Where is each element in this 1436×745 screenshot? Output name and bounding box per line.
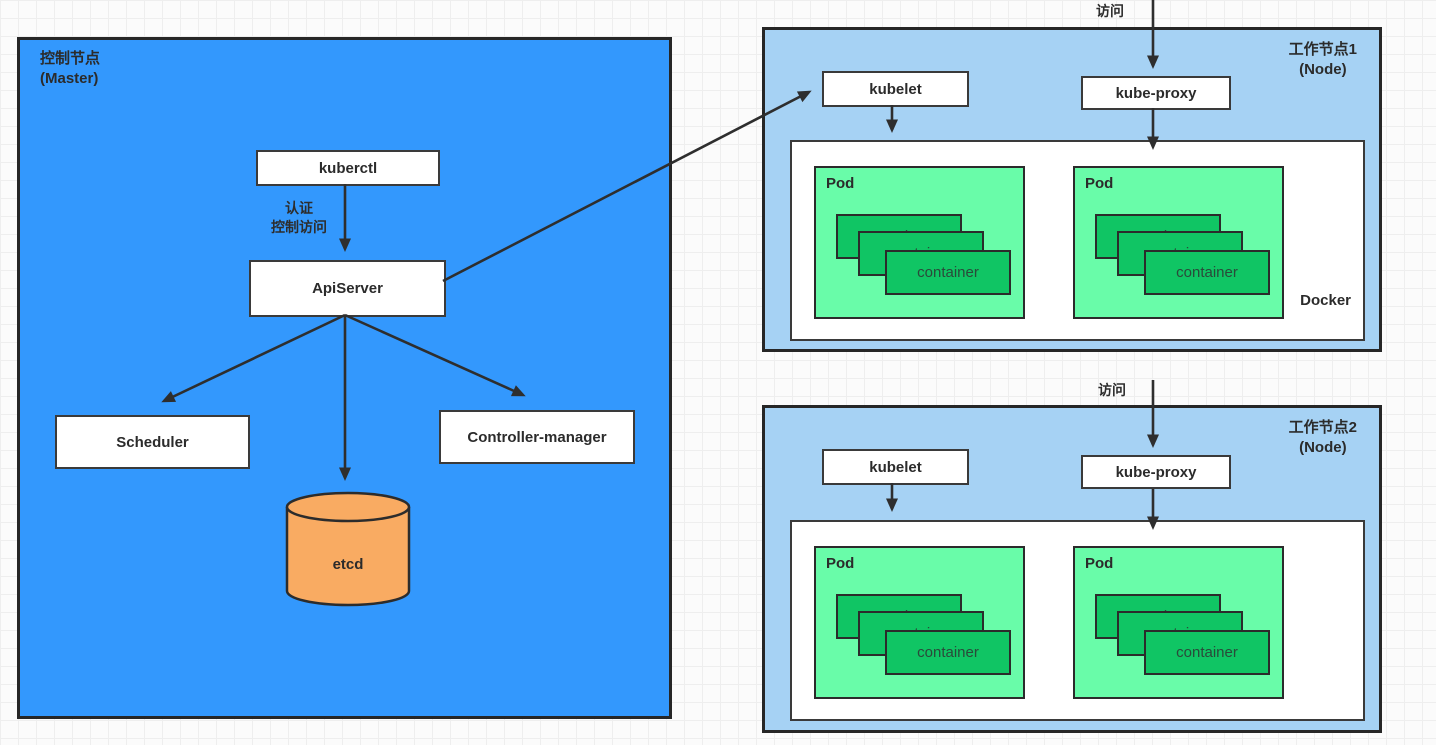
apiserver-box: ApiServer [249,260,446,317]
container-label: container [1176,644,1238,661]
node1-kube-proxy-box: kube-proxy [1081,76,1231,110]
worker-node-1-box: 工作节点1 (Node) kubelet kube-proxy Pod conta… [762,27,1382,352]
node2-kubelet-box: kubelet [822,449,969,485]
etcd-label: etcd [332,556,364,573]
worker-node-2-title: 工作节点2 (Node) [1289,418,1357,458]
container-box: container [885,250,1011,295]
node2-kube-proxy-label: kube-proxy [1115,463,1197,481]
node1-docker-box: Pod container container container Pod co… [790,140,1365,341]
node1-kubelet-label: kubelet [869,80,922,98]
node1-access-label: 访问 [1096,3,1124,19]
pod-label: Pod [1085,175,1114,192]
node1-pod-2: Pod container container container [1073,166,1284,319]
kuberctl-box: kuberctl [256,150,440,186]
container-label: container [1176,264,1238,281]
node2-pod-1: Pod container container container [814,546,1025,699]
kuberctl-label: kuberctl [318,159,378,177]
master-node-box: 控制节点 (Master) kuberctl ApiServer Schedule… [17,37,672,719]
container-box: container [885,630,1011,675]
node2-kubelet-label: kubelet [869,458,922,476]
worker-node-1-title-line2: (Node) [1299,61,1347,78]
node2-pod-2: Pod container container container [1073,546,1284,699]
pod-label: Pod [826,555,855,572]
master-title-line2: (Master) [40,70,99,87]
worker-node-1-title: 工作节点1 (Node) [1289,40,1357,80]
container-label: container [917,644,979,661]
auth-label-line1: 认证 [285,200,313,216]
node1-kube-proxy-label: kube-proxy [1115,84,1197,102]
node1-pod-1: Pod container container container [814,166,1025,319]
master-title: 控制节点 (Master) [40,49,100,89]
controller-manager-box: Controller-manager [439,410,635,464]
etcd-cylinder-shape [285,491,411,607]
auth-label-line2: 控制访问 [271,219,327,235]
controller-manager-label: Controller-manager [467,428,607,446]
worker-node-2-box: 工作节点2 (Node) kubelet kube-proxy Pod conta… [762,405,1382,733]
master-title-line1: 控制节点 [40,50,101,67]
node1-docker-label: Docker [1300,292,1351,309]
scheduler-label: Scheduler [116,433,189,451]
node2-access-label: 访问 [1098,382,1126,398]
container-label: container [917,264,979,281]
worker-node-1-title-line1: 工作节点1 [1288,41,1357,58]
worker-node-2-title-line1: 工作节点2 [1288,419,1357,436]
node2-kube-proxy-box: kube-proxy [1081,455,1231,489]
node1-kubelet-box: kubelet [822,71,969,107]
scheduler-box: Scheduler [55,415,250,469]
auth-control-access-label: 认证控制访问 [254,199,344,237]
node2-docker-box: Pod container container container Pod co… [790,520,1365,721]
pod-label: Pod [1085,555,1114,572]
container-box: container [1144,250,1270,295]
worker-node-2-title-line2: (Node) [1299,439,1347,456]
etcd-cylinder: etcd [284,490,412,608]
pod-label: Pod [826,175,855,192]
apiserver-label: ApiServer [312,280,383,297]
container-box: container [1144,630,1270,675]
